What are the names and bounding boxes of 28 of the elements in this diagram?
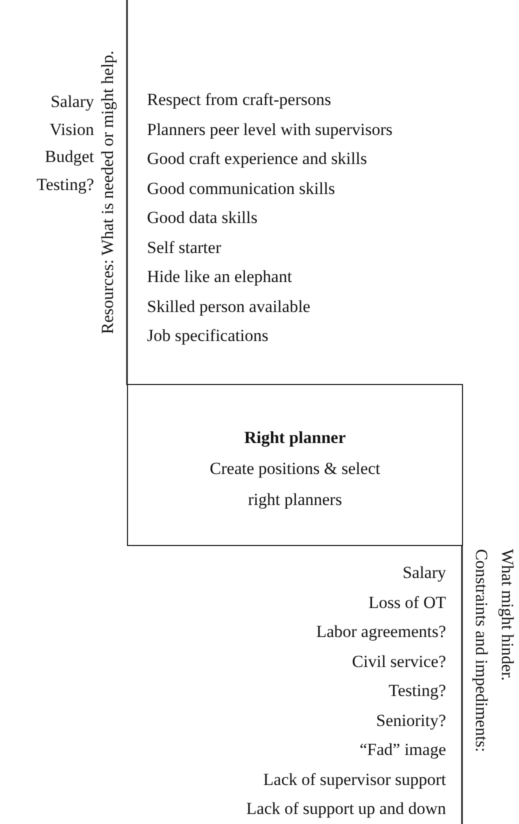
list-item: Testing? [36,174,94,194]
list-item: Good craft experience and skills [147,149,367,169]
process-box [127,384,463,546]
list-item: Lack of supervisor support [263,770,446,790]
list-item: Job specifications [147,326,268,346]
axis-title: Constraints and impediments: [471,549,491,752]
list-item: Good communication skills [147,178,335,198]
list-item: Testing? [388,681,446,701]
axis-title: What might hinder. [497,549,517,681]
list-item: Budget [44,147,94,167]
list-item: Planners peer level with supervisors [147,120,392,140]
list-item: Loss of OT [368,592,446,612]
list-item: Labor agreements? [316,622,446,642]
box-text: Create positions & select right planners [208,458,382,511]
box-title: Right planner [244,427,346,449]
axis-title: Resources: What is needed or might help. [98,50,118,336]
list-item: Vision [50,120,94,140]
list-item: Respect from craft-persons [147,90,332,110]
list-item: Self starter [147,238,222,258]
list-item: Seniority? [376,710,446,730]
list-item: Civil service? [352,652,446,672]
list-item: Hide like an elephant [147,267,292,287]
list-item: Salary [50,92,94,112]
list-item: Good data skills [147,208,258,228]
list-item: Salary [402,563,446,583]
list-item: “Fad” image [360,740,446,760]
list-item: Lack of support up and down [246,799,446,819]
list-item: Skilled person available [147,296,310,316]
